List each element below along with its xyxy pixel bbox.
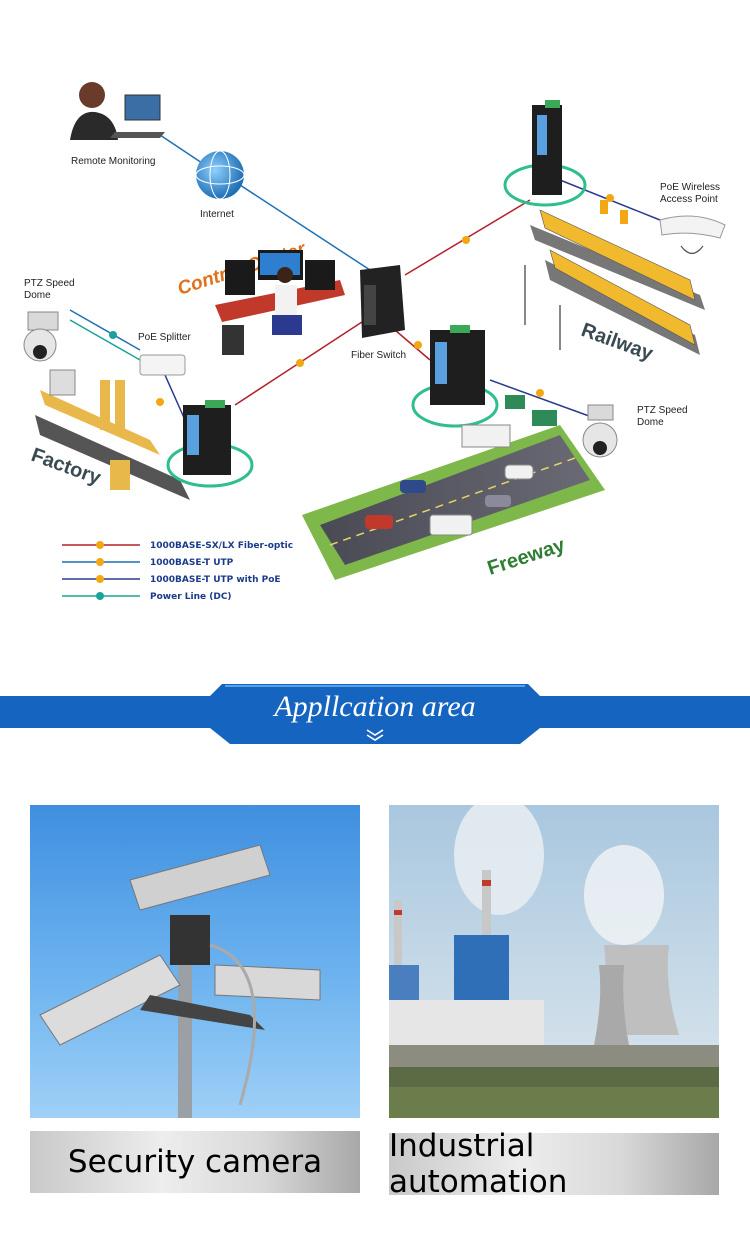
ptz-left-label-line1: PTZ Speed xyxy=(24,278,75,289)
dc-line-splitter-ptz xyxy=(69,319,141,361)
legend-item: 1000BASE-T UTP xyxy=(62,558,234,568)
poe-line-freeway-ptz xyxy=(489,379,601,421)
legend-item: Power Line (DC) xyxy=(62,592,232,602)
ptz-camera-left-icon xyxy=(23,311,59,362)
power-plant-photo xyxy=(389,805,719,1118)
legend-text: 1000BASE-T UTP with PoE xyxy=(150,575,281,585)
legend-item: 1000BASE-T UTP with PoE xyxy=(62,575,281,585)
wifi-icon xyxy=(680,245,704,255)
control-center-desk xyxy=(215,250,345,355)
freeway-sign-boards xyxy=(505,395,557,426)
internet-globe-icon xyxy=(195,150,245,200)
poe-splitter-device xyxy=(139,354,186,376)
railway-switch-device xyxy=(532,100,562,195)
freeway-road xyxy=(302,424,605,580)
poe-ap-label-line1: PoE Wireless xyxy=(660,182,720,193)
legend-marker xyxy=(96,592,104,600)
remote-monitoring-station xyxy=(70,82,165,140)
fiber-switch-device xyxy=(360,265,405,338)
chevron-down-icon xyxy=(366,729,384,741)
connection-lines xyxy=(69,134,661,421)
utp-line-splitter-ptz xyxy=(69,309,141,351)
security-camera-photo xyxy=(30,805,360,1118)
legend-marker xyxy=(96,558,104,566)
factory-switch-device xyxy=(183,400,231,475)
legend-text: Power Line (DC) xyxy=(150,592,232,602)
utp-line-remote-internet xyxy=(159,134,206,166)
freeway-switch-device xyxy=(430,325,485,405)
legend-marker xyxy=(96,575,104,583)
legend-marker xyxy=(96,541,104,549)
poe-wireless-access-point xyxy=(659,215,726,239)
railway-trains xyxy=(524,200,705,355)
ptz-right-label-line1: PTZ Speed xyxy=(637,405,688,416)
legend-text: 1000BASE-SX/LX Fiber-optic xyxy=(150,541,293,551)
legend-item: 1000BASE-SX/LX Fiber-optic xyxy=(62,541,293,551)
internet-label: Internet xyxy=(200,209,234,220)
freeway-label: Freeway xyxy=(485,534,569,580)
factory-conveyor xyxy=(35,369,190,500)
ptz-left-label-line2: Dome xyxy=(24,290,51,301)
ptz-camera-right-icon xyxy=(582,404,618,458)
poe-ap-label-line2: Access Point xyxy=(660,194,718,205)
legend: 1000BASE-SX/LX Fiber-optic 1000BASE-T UTP… xyxy=(62,541,293,602)
utp-line-internet-switch xyxy=(239,184,371,271)
security-camera-caption: Security camera xyxy=(30,1131,360,1193)
fiber-line-switch-freeway xyxy=(394,329,431,361)
network-application-diagram: Remote Monitoring Internet Control Cente… xyxy=(23,82,726,602)
section-banner xyxy=(0,684,750,744)
poe-splitter-label: PoE Splitter xyxy=(138,332,191,343)
industrial-automation-caption: Industrial automation xyxy=(389,1128,719,1200)
legend-text: 1000BASE-T UTP xyxy=(150,558,234,568)
section-title: Appllcation area xyxy=(274,690,476,723)
ptz-right-label-line2: Dome xyxy=(637,417,664,428)
poe-line-factory-splitter xyxy=(164,374,186,421)
fiber-switch-label: Fiber Switch xyxy=(351,350,406,361)
remote-monitoring-label: Remote Monitoring xyxy=(71,156,155,167)
